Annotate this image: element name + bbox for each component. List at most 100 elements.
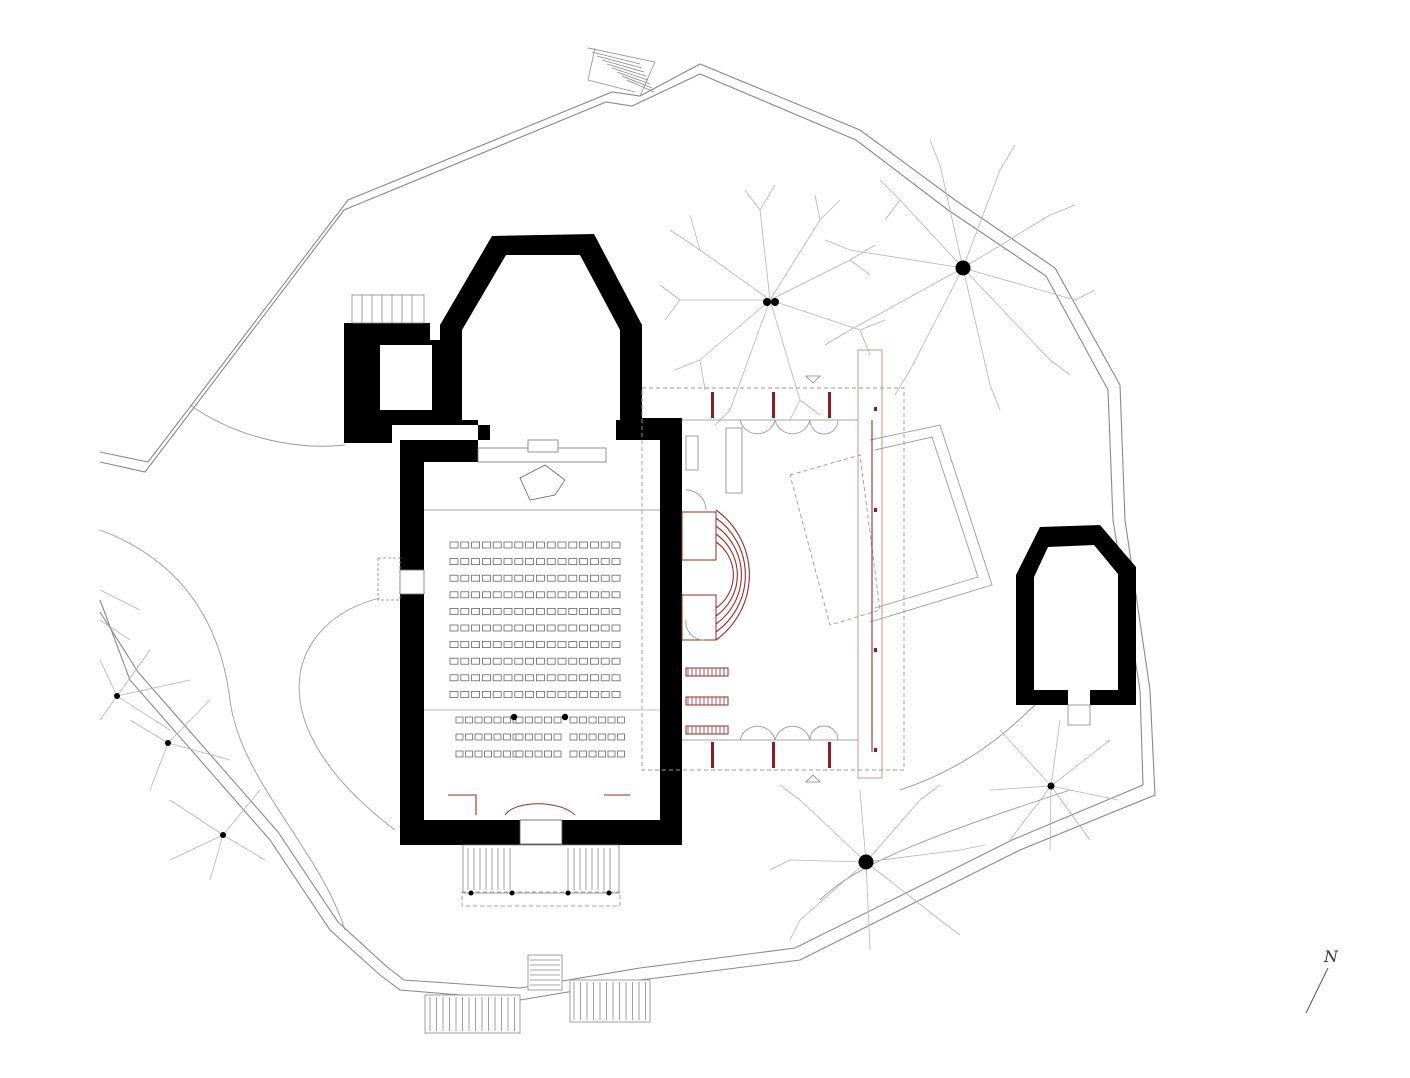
seat-icon <box>600 574 610 582</box>
seat-icon <box>536 608 545 615</box>
seat-icon <box>503 674 513 682</box>
bench <box>685 725 729 735</box>
seat-icon <box>557 558 567 565</box>
seat-icon <box>514 608 524 615</box>
seat-icon <box>536 691 545 698</box>
seat-icon <box>546 541 556 549</box>
seating-area <box>449 541 625 758</box>
outdoor-court <box>789 424 993 626</box>
east-pavilion <box>641 349 905 779</box>
seat-icon <box>492 558 502 565</box>
seat-icon <box>579 574 588 582</box>
seat-icon <box>481 691 491 698</box>
seat-icon <box>536 624 545 632</box>
seat-icon <box>525 657 534 665</box>
seat-icon <box>493 750 502 758</box>
seat-icon <box>471 608 481 615</box>
seat-icon <box>617 716 625 724</box>
seat-icon <box>579 541 588 549</box>
seat-icon <box>492 641 502 648</box>
seat-icon <box>617 733 625 741</box>
seat-icon <box>481 591 491 599</box>
seat-icon <box>611 691 621 698</box>
seat-icon <box>460 591 470 599</box>
seat-icon <box>481 657 491 665</box>
step-posts <box>468 890 612 896</box>
seat-icon <box>471 674 481 682</box>
seat-icon <box>546 691 556 698</box>
seat-icon <box>607 750 616 758</box>
seat-icon <box>569 716 578 724</box>
seat-icon <box>588 750 597 758</box>
seat-icon <box>568 591 578 599</box>
seat-icon <box>514 641 524 648</box>
seat-icon <box>590 641 599 648</box>
seat-icon <box>503 716 511 724</box>
tree-icon <box>99 589 266 881</box>
seat-icon <box>557 691 567 698</box>
seat-icon <box>546 574 556 582</box>
seat-icon <box>460 624 470 632</box>
seat-icon <box>590 657 599 665</box>
seat-icon <box>557 641 567 648</box>
seat-icon <box>611 674 621 682</box>
seat-icon <box>568 641 578 648</box>
seat-icon <box>588 733 597 741</box>
seat-icon <box>611 574 621 582</box>
seat-icon <box>536 558 545 565</box>
seat-icon <box>600 691 610 698</box>
seat-icon <box>503 608 513 615</box>
seat-icon <box>544 716 552 724</box>
seat-icon <box>568 624 578 632</box>
seat-icon <box>579 733 587 741</box>
seat-icon <box>460 558 470 565</box>
seat-icon <box>546 657 556 665</box>
seat-icon <box>455 716 464 724</box>
seat-icon <box>536 674 545 682</box>
seat-icon <box>503 750 511 758</box>
seat-icon <box>514 657 524 665</box>
seat-icon <box>449 641 459 648</box>
south-steps <box>461 844 621 907</box>
annex-stair <box>351 294 425 324</box>
seat-icon <box>536 641 545 648</box>
seat-icon <box>481 558 491 565</box>
seat-icon <box>590 624 599 632</box>
seat-icon <box>569 750 578 758</box>
seat-icon <box>544 733 552 741</box>
seat-icon <box>481 574 491 582</box>
seat-icon <box>579 624 588 632</box>
tree-icon <box>769 784 986 951</box>
seat-icon <box>553 750 562 758</box>
seat-icon <box>492 674 502 682</box>
seat-icon <box>546 558 556 565</box>
seat-icon <box>557 608 567 615</box>
seat-icon <box>514 624 524 632</box>
seat-icon <box>481 541 491 549</box>
seat-icon <box>590 608 599 615</box>
seat-icon <box>449 691 459 698</box>
seat-icon <box>546 674 556 682</box>
seat-icon <box>449 558 459 565</box>
bench <box>685 667 729 677</box>
seat-icon <box>579 674 588 682</box>
seat-icon <box>460 541 470 549</box>
seat-icon <box>536 591 545 599</box>
seat-icon <box>568 608 578 615</box>
seat-icon <box>598 716 606 724</box>
seat-icon <box>557 574 567 582</box>
seat-icon <box>611 657 621 665</box>
seat-icon <box>460 641 470 648</box>
seat-icon <box>503 624 513 632</box>
seat-icon <box>568 691 578 698</box>
chapel-walls <box>1016 525 1136 726</box>
seat-icon <box>546 608 556 615</box>
seat-icon <box>525 691 534 698</box>
seat-icon <box>579 641 588 648</box>
seat-icon <box>471 641 481 648</box>
seat-icon <box>579 657 588 665</box>
seat-icon <box>474 750 483 758</box>
seat-icon <box>465 716 473 724</box>
seat-icon <box>579 608 588 615</box>
tree-icon <box>659 184 886 426</box>
